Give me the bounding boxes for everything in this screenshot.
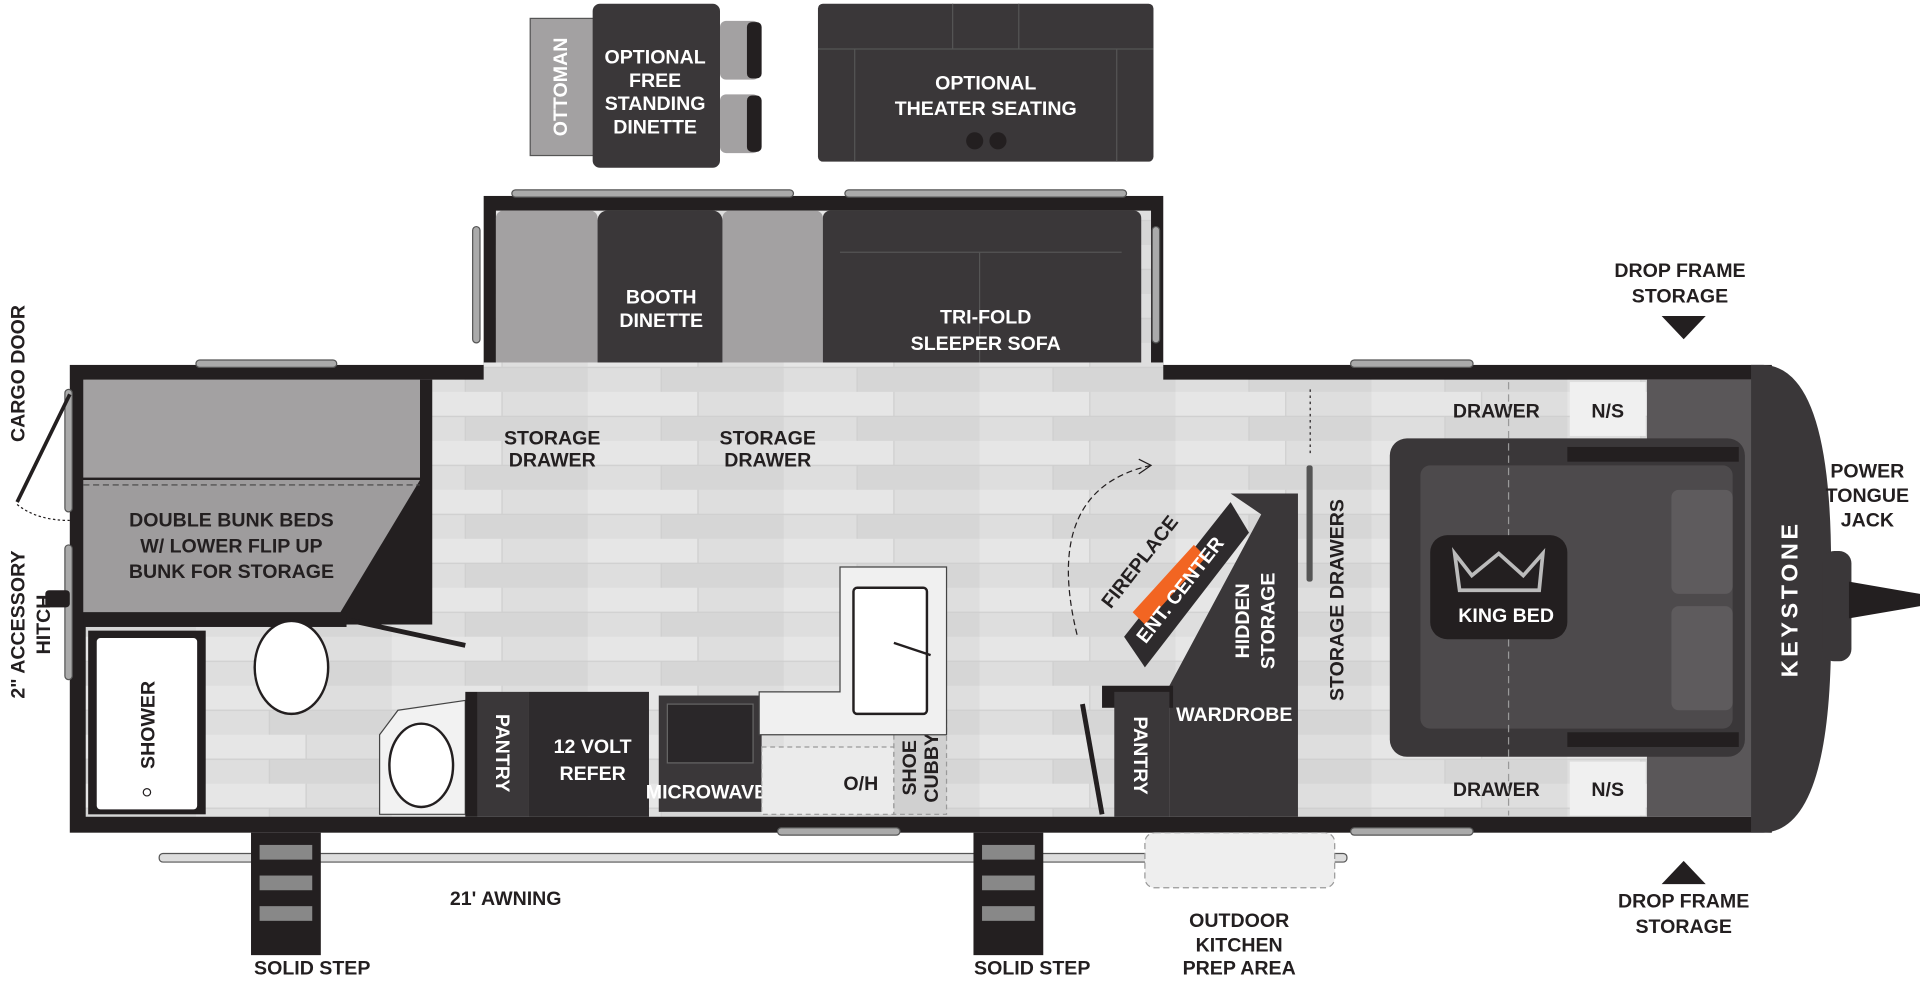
solid-step [251,832,321,956]
nightstand [1569,761,1646,816]
label: KING BED [1458,605,1554,627]
label: STORAGE [1632,285,1728,307]
ottoman-label: OTTOMAN [550,38,572,137]
label: HIDDEN [1232,583,1254,658]
label: SHOWER [137,681,159,769]
cargo-door[interactable] [15,393,72,503]
label: TRI-FOLD [940,306,1031,328]
label: DRAWER [1453,401,1540,423]
label: PANTRY [491,714,513,792]
shower [94,635,200,812]
label: O/H [843,773,878,795]
label: STORAGE [720,428,816,450]
label: W/ LOWER FLIP UP [140,535,322,557]
label: 21' AWNING [450,888,562,910]
label: FREE [629,70,681,92]
optional-dinette: OTTOMAN OPTIONAL FREE STANDING DINETTE [529,3,762,168]
refer [528,691,649,817]
free-standing-dinette [592,3,720,168]
pantry [1114,691,1170,817]
overhead-cabinet [761,746,895,815]
label: MICROWAVE [646,781,767,803]
label: REFER [559,763,625,785]
bunk-beds: DOUBLE BUNK BEDS W/ LOWER FLIP UP BUNK F… [83,379,466,648]
label: N/S [1591,401,1624,423]
arrow-down-icon [1661,315,1706,340]
label: 12 VOLT [554,736,632,758]
label: PREP AREA [1183,958,1296,980]
booth-seat [722,210,823,398]
label: STORAGE [504,428,600,450]
label: JACK [1841,510,1894,532]
king-bed-badge [1430,535,1568,640]
sleeper-sofa [822,210,1142,383]
label: BOOTH [626,287,697,309]
nightstand [1569,382,1646,436]
outdoor-kitchen [1144,832,1336,889]
arrow-up-icon [1661,860,1706,885]
entertainment-center [1124,502,1249,668]
solid-step [973,832,1044,956]
bath-door[interactable] [346,617,466,648]
label: STORAGE [1635,916,1731,938]
keystone-logo: KEYSTONE [1777,520,1803,677]
label: BUNK FOR STORAGE [129,561,334,583]
bathroom: SHOWER [88,619,466,815]
label: DRAWER [509,450,596,472]
optional-theater-seating: OPTIONAL THEATER SEATING [817,3,1154,162]
fireplace-flame [1132,544,1207,625]
label: OPTIONAL [935,72,1036,94]
kitchen-sink [852,586,929,716]
label: TONGUE [1826,485,1909,507]
label: SLEEPER SOFA [911,333,1061,355]
booth-seat [495,210,598,398]
kitchen: PANTRY 12 VOLT REFER MICROWAVE O/H SHOE … [465,566,948,817]
label: THEATER SEATING [895,98,1077,120]
label: SHOE [899,740,921,795]
pillow [1671,606,1733,711]
label: OUTDOOR [1189,910,1289,932]
living-area: FIREPLACE ENT. CENTER PANTRY HIDDEN STOR… [1067,389,1348,817]
label: DOUBLE BUNK BEDS [129,510,334,532]
label: N/S [1591,779,1624,801]
ottoman [529,17,597,157]
label: STORAGE [1258,573,1280,669]
label: CARGO DOOR [7,305,29,442]
awning [158,852,1348,863]
exterior: CARGO DOOR 2" ACCESSORY HITCH POWER TONG… [7,260,1909,980]
tongue-jack [1822,551,1852,662]
pantry [477,691,529,817]
label: POWER [1830,461,1904,483]
label: DINETTE [613,117,697,139]
booth-dinette [597,210,723,398]
label: STORAGE DRAWERS [1326,499,1348,701]
label: DROP FRAME [1614,260,1745,282]
label: CUBBY [921,733,943,803]
toilet [253,619,330,716]
label: SOLID STEP [254,958,370,980]
front-cap [1751,364,1832,833]
entry-door[interactable] [1080,703,1105,815]
label: KITCHEN [1196,934,1283,956]
label: WARDROBE [1176,704,1292,726]
pillow [1671,489,1733,594]
label: DROP FRAME [1618,890,1749,912]
label: DRAWER [724,450,811,472]
label: DINETTE [619,310,703,332]
label: SOLID STEP [974,958,1090,980]
label: PANTRY [1129,716,1151,794]
crown-icon [1451,547,1546,593]
label: STANDING [605,93,706,115]
label: DRAWER [1453,779,1540,801]
label: OPTIONAL [605,47,706,69]
label: HITCH [33,595,55,655]
bedroom: DRAWER N/S DRAWER N/S KING BED [1389,379,1752,817]
label: 2" ACCESSORY [7,550,29,698]
hidden-storage [1169,493,1298,817]
